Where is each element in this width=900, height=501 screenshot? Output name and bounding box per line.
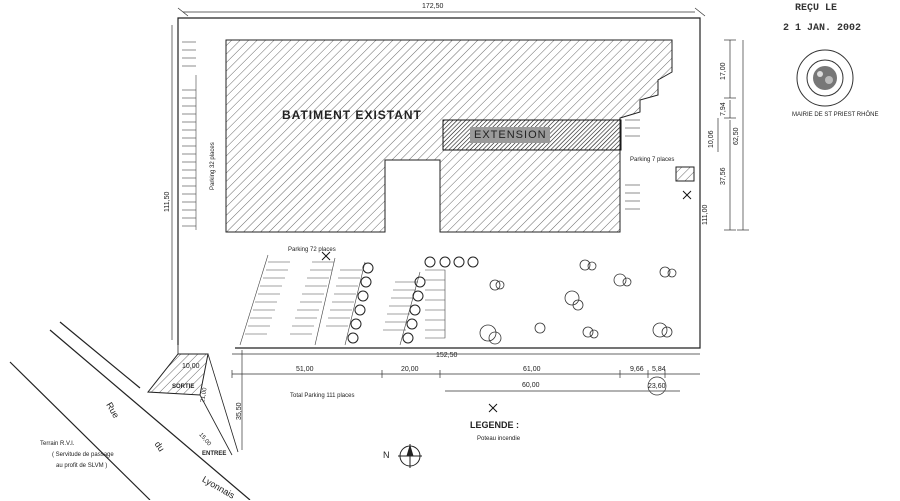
- street-edges: [9, 321, 251, 500]
- dim-left-height: 111,50: [164, 191, 171, 212]
- north-label: N: [383, 450, 390, 460]
- small-structure: [675, 166, 695, 182]
- extension-label: EXTENSION: [474, 129, 547, 141]
- town-seal: [796, 49, 854, 107]
- dim-seg-60: 60,00: [522, 382, 540, 389]
- legend-hydrant-label: Poteau incendie: [477, 436, 521, 442]
- dim-top-width: 172,50: [422, 3, 444, 10]
- dim-bottom-152-50: 152,50: [436, 352, 458, 359]
- existing-building-label: BATIMENT EXISTANT: [282, 108, 422, 122]
- total-parking-label: Total Parking 111 places: [290, 393, 355, 399]
- parking-72-stalls: [239, 254, 446, 346]
- stamp-received-label: REÇU LE: [795, 3, 838, 14]
- dim-right-17: 17,00: [720, 62, 727, 80]
- dim-seg-9-66: 9,66: [630, 366, 644, 373]
- bottom-dimension-lines: [231, 350, 700, 450]
- right-dimension-lines: [717, 39, 749, 231]
- entry-label: ENTREE: [202, 451, 227, 457]
- dim-exit-10: 10,00: [182, 363, 200, 370]
- easement-line-2: ( Servitude de passage: [52, 452, 114, 458]
- parking-7-stalls: [625, 119, 640, 210]
- tree-row-left: [347, 256, 479, 344]
- dim-seg-23-60: 23,60: [648, 383, 666, 390]
- dim-right-7-94: 7,94: [720, 102, 727, 116]
- easement-line-3: au profit de SLVM ): [56, 463, 108, 469]
- site-boundary: [177, 17, 701, 349]
- legend-title: LEGENDE :: [470, 420, 520, 430]
- dim-right-62-50: 62,50: [733, 127, 740, 145]
- dim-right-37-56: 37,56: [720, 167, 727, 185]
- dim-right-10-06: 10,06: [708, 130, 715, 148]
- parking-32-label: Parking 32 places: [210, 142, 216, 190]
- access-lines: [177, 345, 239, 456]
- dim-seg-51: 51,00: [296, 366, 314, 373]
- fire-hydrant-icon: [321, 190, 692, 413]
- dim-seg-20: 20,00: [401, 366, 419, 373]
- parking-7-label: Parking 7 places: [630, 157, 675, 163]
- dim-seg-61: 61,00: [523, 366, 541, 373]
- parking-72-label: Parking 72 places: [288, 247, 336, 253]
- north-arrow-icon: [398, 444, 422, 468]
- stamp-seal-text: MAIRIE DE ST PRIEST RHÔNE: [792, 112, 879, 118]
- top-dimension-line: [177, 7, 706, 17]
- exit-label: SORTIE: [172, 384, 195, 390]
- dim-right-111: 111,00: [702, 204, 709, 225]
- dim-seg-5-84: 5,84: [652, 366, 666, 373]
- extension-label-bg: [470, 127, 550, 143]
- dim-left-35-50: 35,50: [236, 402, 243, 420]
- shrubs: [479, 259, 677, 345]
- parking-32-stalls: [182, 41, 197, 230]
- stamp-received-date: 2 1 JAN. 2002: [783, 23, 862, 34]
- easement-line-1: Terrain R.V.I.: [40, 441, 75, 447]
